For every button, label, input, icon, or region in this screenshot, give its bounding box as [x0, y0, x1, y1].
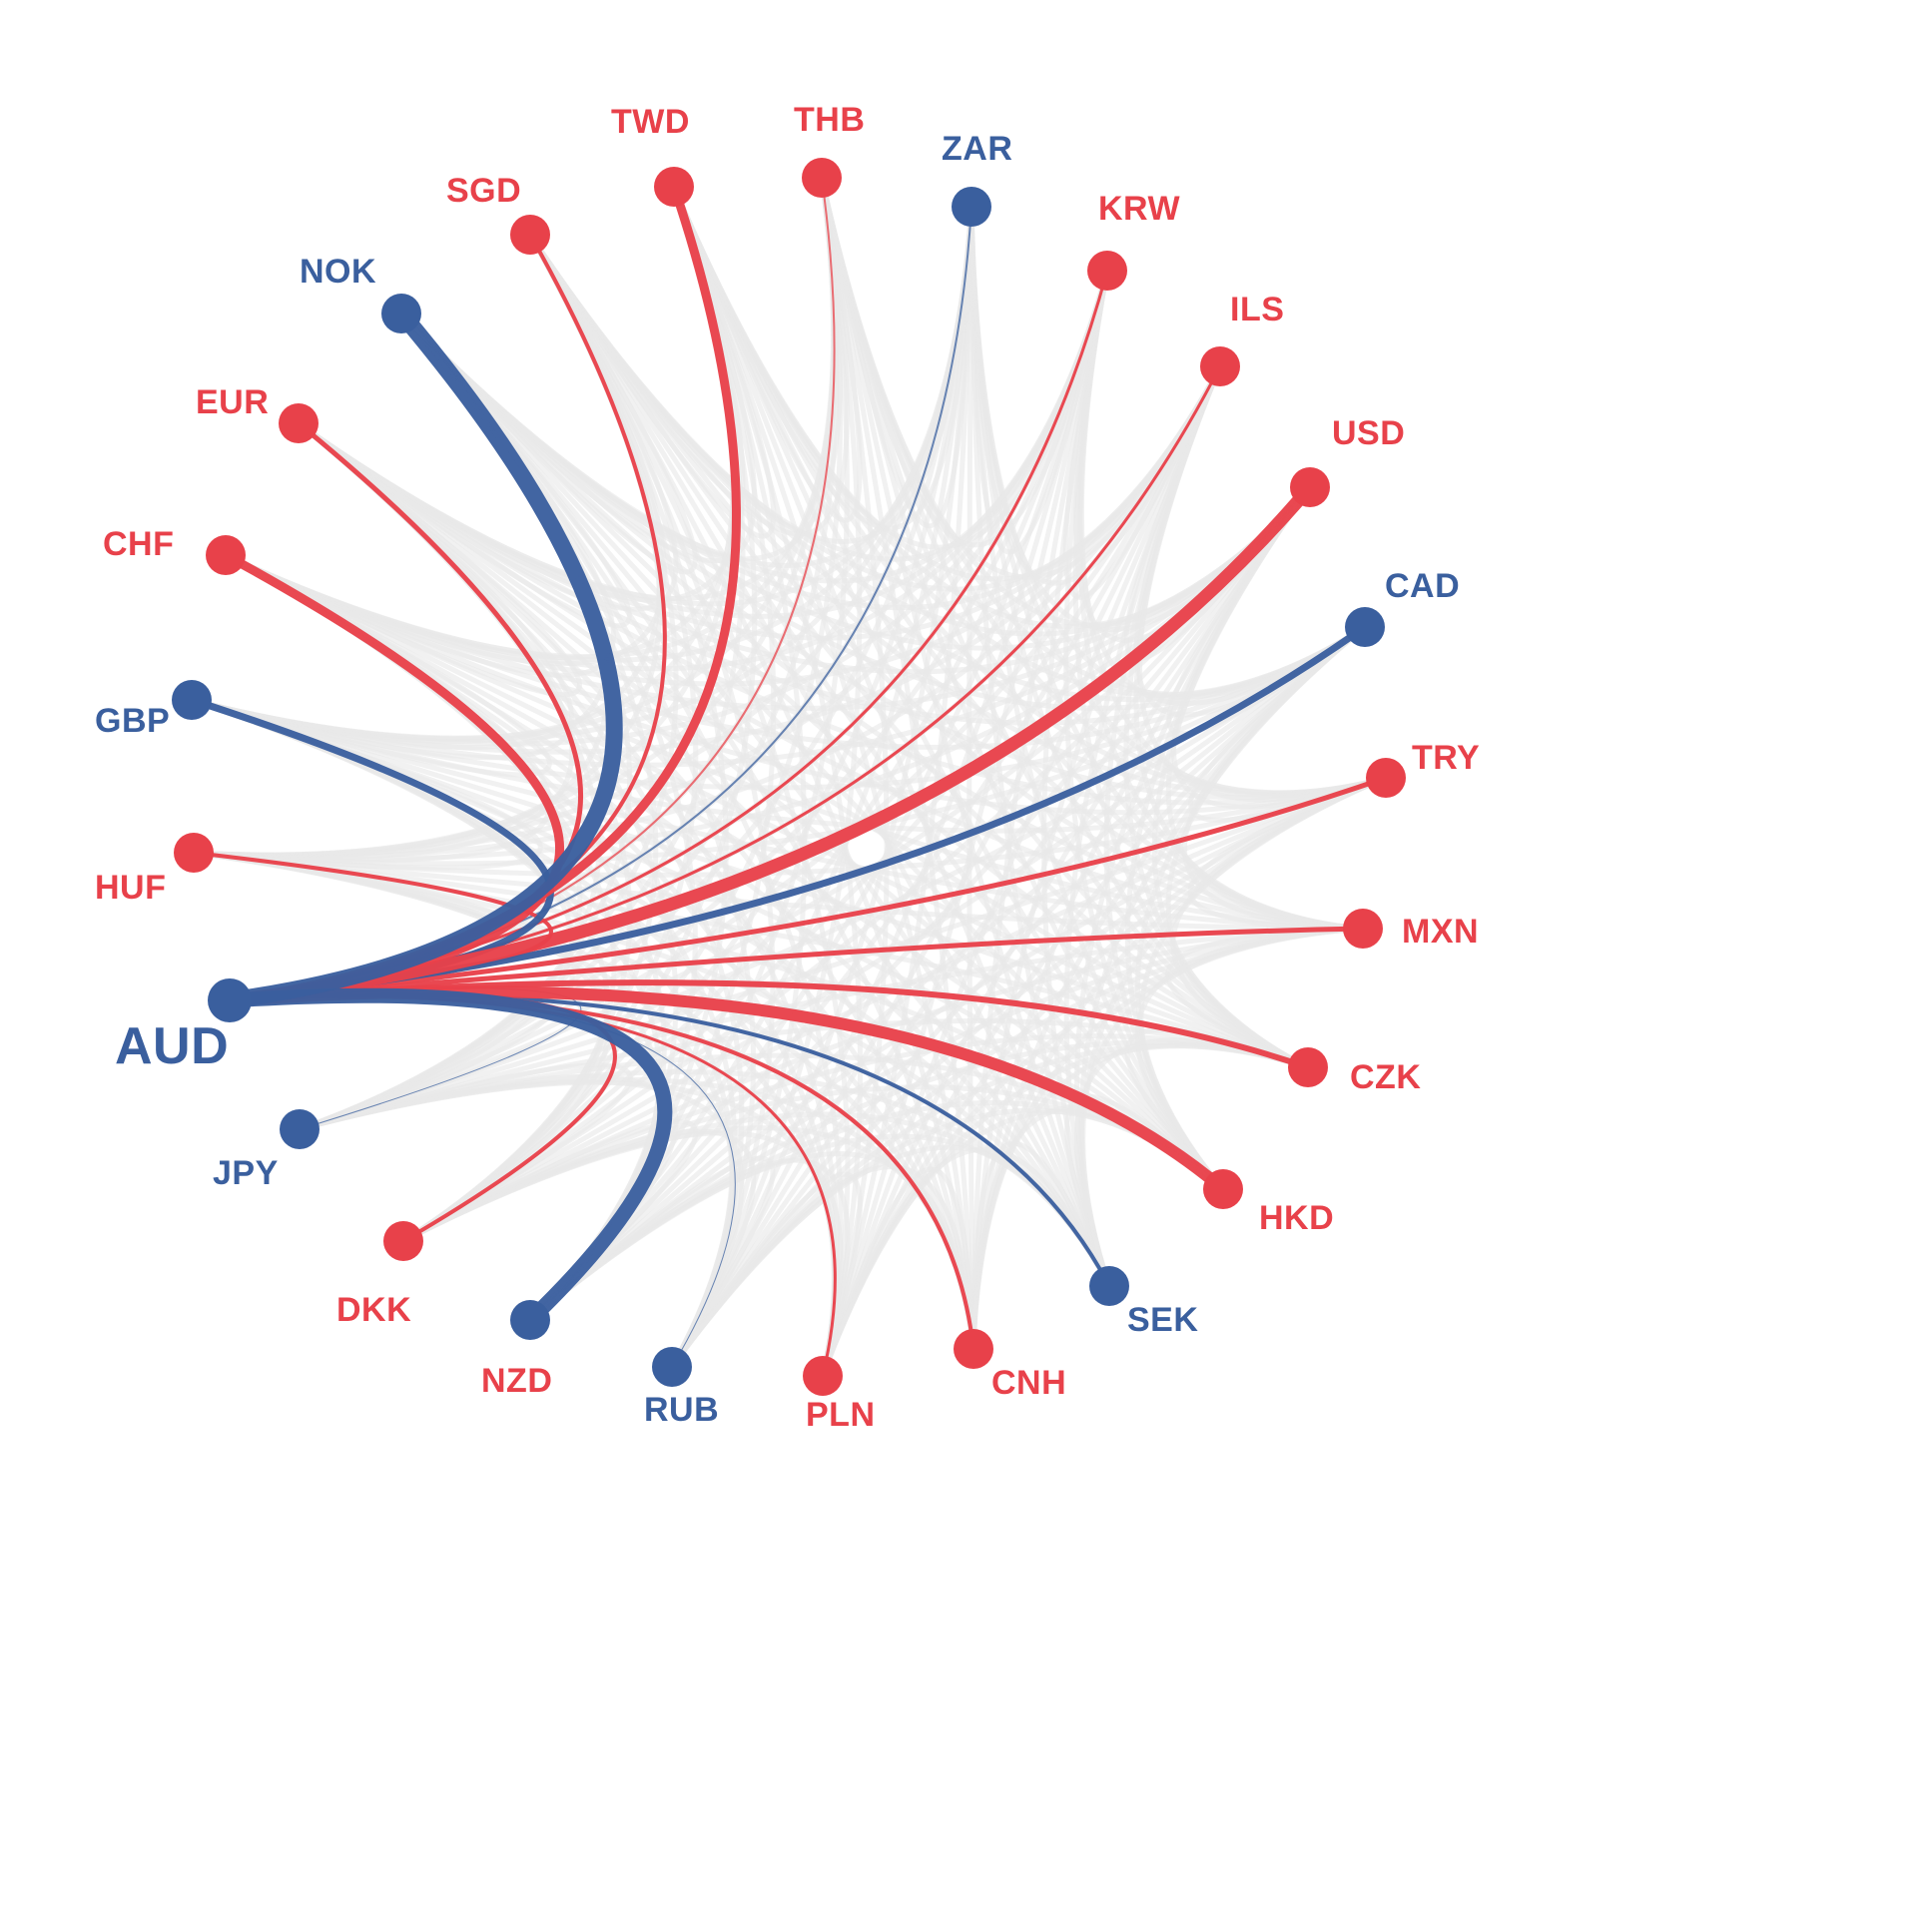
node-label-nzd[interactable]: NZD — [481, 1362, 553, 1400]
node-label-zar[interactable]: ZAR — [942, 130, 1013, 168]
node-dot-dkk[interactable] — [383, 1221, 423, 1261]
node-dot-mxn[interactable] — [1343, 909, 1383, 949]
focus-chord-nzd[interactable] — [222, 987, 673, 1328]
node-dot-cad[interactable] — [1345, 607, 1385, 647]
node-dot-thb[interactable] — [802, 158, 842, 198]
background-chord — [669, 484, 1313, 1370]
background-chord — [669, 363, 1223, 1370]
background-chord — [296, 420, 1226, 1192]
background-chord — [669, 1171, 863, 1379]
node-label-hkd[interactable]: HKD — [1259, 1199, 1335, 1237]
node-dot-nzd[interactable] — [510, 1300, 550, 1340]
node-dot-zar[interactable] — [952, 187, 991, 227]
node-dot-group — [172, 158, 1406, 1396]
node-label-cnh[interactable]: CNH — [991, 1364, 1067, 1402]
node-label-chf[interactable]: CHF — [103, 525, 175, 563]
node-label-rub[interactable]: RUB — [644, 1391, 720, 1429]
background-chord — [191, 850, 1311, 1070]
focus-chord-nok[interactable] — [221, 305, 623, 1009]
node-label-cad[interactable]: CAD — [1385, 567, 1461, 605]
node-dot-jpy[interactable] — [280, 1109, 320, 1149]
node-label-czk[interactable]: CZK — [1350, 1058, 1422, 1096]
background-chord — [296, 420, 1368, 726]
background-chord — [400, 624, 1368, 1244]
background-chord — [400, 775, 1389, 1244]
background-chord — [223, 552, 1368, 750]
node-dot-sek[interactable] — [1089, 1266, 1129, 1306]
node-dot-sgd[interactable] — [510, 215, 550, 255]
background-chord — [296, 420, 1313, 675]
node-label-eur[interactable]: EUR — [196, 383, 270, 421]
background-chord — [527, 1155, 776, 1370]
node-dot-cnh[interactable] — [954, 1329, 993, 1369]
background-chord — [191, 420, 575, 861]
node-label-ils[interactable]: ILS — [1230, 291, 1285, 328]
node-dot-aud[interactable] — [208, 978, 252, 1022]
focus-chord-group — [188, 177, 1389, 1378]
node-label-dkk[interactable]: DKK — [336, 1291, 412, 1329]
background-chord — [527, 232, 1226, 1192]
node-dot-try[interactable] — [1366, 758, 1406, 798]
node-label-gbp[interactable]: GBP — [95, 702, 171, 740]
node-label-mxn[interactable]: MXN — [1402, 913, 1480, 951]
background-chord — [297, 926, 1366, 1132]
background-chord — [820, 363, 1223, 1379]
background-chord — [970, 268, 1110, 1352]
background-chord — [296, 420, 1311, 1070]
background-chord — [189, 697, 543, 871]
background-chord — [1133, 363, 1368, 718]
background-chord — [400, 1119, 699, 1323]
node-label-aud[interactable]: AUD — [115, 1017, 230, 1075]
node-label-try[interactable]: TRY — [1412, 739, 1481, 777]
focus-chord-try[interactable] — [227, 775, 1389, 1003]
background-chord — [189, 484, 1313, 768]
node-label-sek[interactable]: SEK — [1127, 1301, 1199, 1339]
node-dot-pln[interactable] — [803, 1356, 843, 1396]
background-chord — [297, 624, 1368, 1132]
node-label-huf[interactable]: HUF — [95, 869, 167, 907]
node-dot-eur[interactable] — [279, 403, 319, 443]
background-chord — [297, 1078, 745, 1370]
node-dot-twd[interactable] — [654, 167, 694, 207]
node-label-usd[interactable]: USD — [1332, 414, 1406, 452]
focus-chord-usd[interactable] — [223, 480, 1317, 1007]
node-dot-huf[interactable] — [174, 833, 214, 873]
node-dot-chf[interactable] — [206, 535, 246, 575]
node-dot-nok[interactable] — [381, 294, 421, 333]
background-chord — [966, 204, 976, 1352]
node-label-thb[interactable]: THB — [794, 101, 866, 139]
background-chord — [669, 1164, 976, 1370]
background-chord — [189, 552, 552, 778]
node-label-pln[interactable]: PLN — [806, 1396, 876, 1434]
node-label-krw[interactable]: KRW — [1098, 190, 1181, 228]
node-label-nok[interactable]: NOK — [300, 253, 377, 291]
background-chord — [223, 420, 582, 698]
background-chord — [527, 624, 1368, 1323]
node-label-sgd[interactable]: SGD — [446, 172, 522, 210]
node-label-twd[interactable]: TWD — [611, 103, 690, 141]
node-dot-krw[interactable] — [1087, 251, 1127, 291]
node-dot-gbp[interactable] — [172, 680, 212, 720]
node-dot-czk[interactable] — [1288, 1047, 1328, 1087]
node-label-jpy[interactable]: JPY — [213, 1154, 279, 1192]
node-dot-usd[interactable] — [1290, 467, 1330, 507]
background-chord — [296, 420, 1366, 932]
background-chord — [297, 1062, 633, 1244]
node-dot-ils[interactable] — [1200, 346, 1240, 386]
node-dot-rub[interactable] — [652, 1347, 692, 1387]
node-dot-hkd[interactable] — [1203, 1169, 1243, 1209]
focus-chord-mxn[interactable] — [227, 926, 1366, 1003]
